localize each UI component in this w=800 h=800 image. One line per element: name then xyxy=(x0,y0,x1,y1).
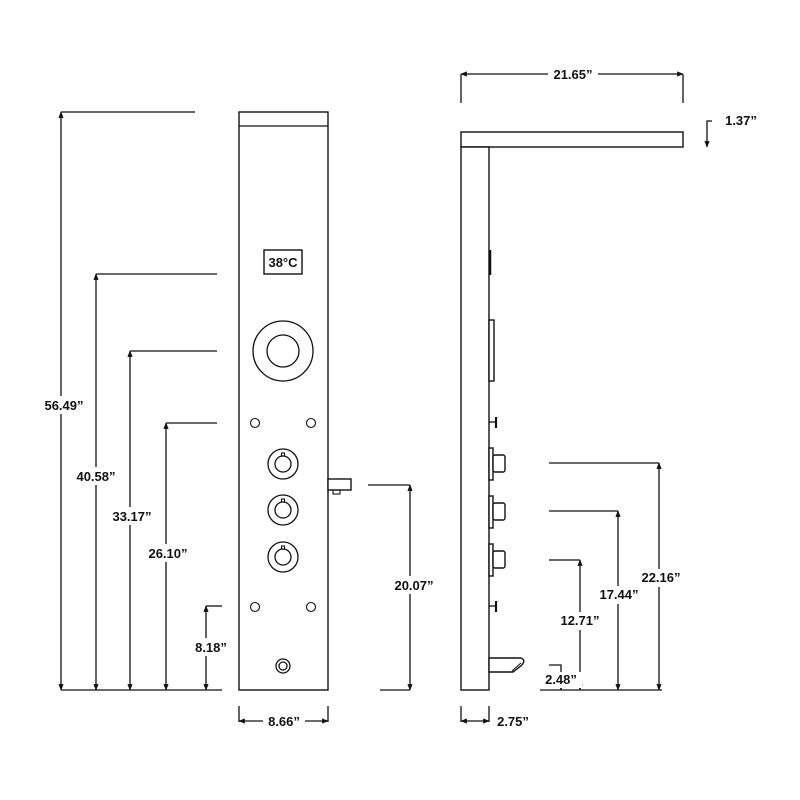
front-panel-body xyxy=(238,111,329,691)
dim-label-spout-side-height: 2.48” xyxy=(545,672,577,687)
dim-label-depth: 2.75” xyxy=(497,714,529,729)
dim-label-knob1-height: 22.16” xyxy=(641,570,680,585)
side-valve-knob-2 xyxy=(488,495,506,529)
jet-hole-upper-right xyxy=(305,417,317,429)
rain-knob-outer xyxy=(252,320,314,382)
dim-label-head-thickness: 1.37” xyxy=(725,113,757,128)
dim-label-width: 8.66” xyxy=(268,714,300,729)
spout-front xyxy=(327,478,352,491)
valve-knob-2 xyxy=(267,494,299,526)
dim-label-rain-knob-height: 33.17” xyxy=(112,509,151,524)
side-rain-knob-plate xyxy=(488,319,495,382)
temperature-display xyxy=(263,249,303,275)
dim-label-knob3-height: 12.71” xyxy=(560,613,599,628)
front-view: 38°C xyxy=(40,111,440,729)
side-valve-knob-1 xyxy=(488,447,506,481)
side-jet-upper xyxy=(489,417,498,428)
side-jet-lower xyxy=(489,601,498,612)
hand-shower-connector xyxy=(275,658,291,674)
jet-hole-lower-left xyxy=(249,601,261,613)
rain-knob-inner xyxy=(266,334,300,368)
dim-label-total-height: 56.49” xyxy=(44,398,83,413)
jet-hole-lower-right xyxy=(305,601,317,613)
dim-label-knob2-height: 17.44” xyxy=(599,587,638,602)
side-view: 21.65” 1.37” 2.75” 22.16” 17.44” 12.71” … xyxy=(460,65,757,729)
dim-label-display-height: 40.58” xyxy=(76,469,115,484)
dim-label-lower-jets-height: 8.18” xyxy=(195,640,227,655)
side-spout-outlet xyxy=(511,662,522,672)
dim-label-spout-height: 20.07” xyxy=(394,578,433,593)
temperature-readout: 38°C xyxy=(268,255,298,270)
side-panel-body xyxy=(460,146,490,691)
side-valve-knob-3 xyxy=(488,543,506,577)
dim-label-jets-height: 26.10” xyxy=(148,546,187,561)
spout-outlet xyxy=(332,489,341,495)
jet-hole-upper-left xyxy=(249,417,261,429)
dim-line-head-thickness xyxy=(704,120,712,148)
dim-label-head-length: 21.65” xyxy=(553,67,592,82)
shower-head-side xyxy=(460,131,684,148)
valve-knob-3 xyxy=(267,541,299,573)
valve-knob-1 xyxy=(267,448,299,480)
